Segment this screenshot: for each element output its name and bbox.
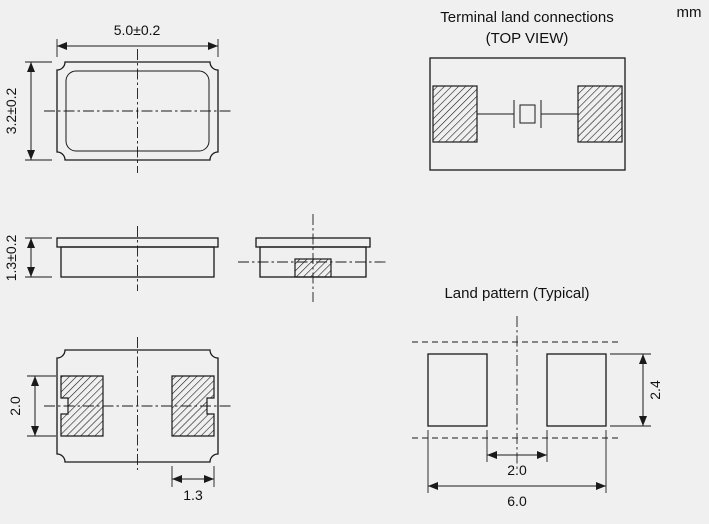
side-view: 1.3±0.2 [3,226,219,291]
terminal-land-view: Terminal land connections (TOP VIEW) [429,9,626,171]
left-terminal-pad-hatch [60,375,104,437]
bottom-view: 2.0 1.3 [7,337,231,503]
package-body-outline [56,61,219,161]
unit-label: mm [677,4,702,21]
terminal-land-title: Terminal land connections [440,9,613,26]
package-body-outline [56,349,219,463]
land-pattern-gap-dim-label: 2.0 [507,462,527,478]
top-view-height-dim-label: 3.2±0.2 [3,87,19,134]
end-view [238,214,388,302]
land-pattern-pad-height-dim-label: 2.4 [647,380,663,400]
crystal-symbol [477,100,578,128]
terminal-2-pad-hatch [577,85,623,143]
package-cavity-outline [65,70,210,152]
top-view: 5.0±0.2 3.2±0.2 [3,22,231,173]
side-view-height-dim-label: 1.3±0.2 [3,234,19,281]
package-base-outline [60,246,215,278]
land-pattern-title: Land pattern (Typical) [444,285,589,302]
terminal-metallization-hatch [294,258,332,278]
land-pad-left [427,353,488,427]
top-view-width-dim-label: 5.0±0.2 [114,22,161,38]
terminal-land-subtitle: (TOP VIEW) [486,30,569,47]
bottom-view-pad-width-dim-label: 1.3 [183,487,203,503]
terminal-1-pad-hatch [432,85,478,143]
right-terminal-pad-hatch [171,375,215,437]
crystal-element [519,104,536,124]
package-outline [429,57,626,171]
land-pattern-view: Land pattern (Typical) 2.4 2.0 6.0 [412,285,663,509]
land-pad-right [546,353,607,427]
land-pattern-overall-width-dim-label: 6.0 [507,493,527,509]
bottom-view-pad-length-dim-label: 2.0 [7,396,23,416]
